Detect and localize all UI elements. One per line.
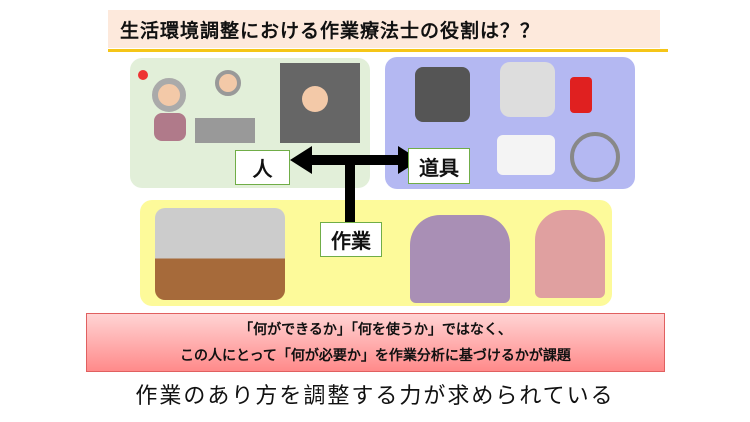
elderly-woman-illustration bbox=[152, 78, 186, 112]
sensor-tag-illustration bbox=[570, 77, 592, 113]
elderly-cooking-illustration bbox=[535, 210, 605, 298]
message-line1: 「何ができるか」「何を使うか」ではなく、 bbox=[239, 321, 512, 338]
relationship-arrows bbox=[290, 146, 420, 230]
elderly-karaoke-illustration bbox=[410, 215, 510, 303]
elderly-woman-body bbox=[154, 113, 186, 141]
elderly-man-head bbox=[302, 86, 328, 112]
portable-toilet-illustration bbox=[500, 62, 555, 117]
person-panel bbox=[130, 58, 370, 188]
label-occupation: 作業 bbox=[320, 222, 382, 257]
elderly-stairs-illustration bbox=[215, 70, 241, 96]
slide-title: 生活環境調整における作業療法士の役割は？？ bbox=[108, 10, 660, 48]
conclusion-text: 作業のあり方を調整する力が求められている bbox=[135, 384, 615, 409]
title-underline bbox=[108, 49, 668, 52]
elderly-eating-illustration bbox=[155, 208, 285, 300]
label-person: 人 bbox=[235, 150, 290, 185]
stem-line bbox=[345, 160, 355, 230]
call-button-illustration bbox=[497, 135, 555, 175]
label-tools: 道具 bbox=[408, 148, 470, 184]
occupation-panel bbox=[140, 200, 612, 306]
message-line2: この人にとって「何が必要か」を作業分析に基づけるかが課題 bbox=[180, 347, 571, 364]
question-mark-icon bbox=[138, 70, 148, 80]
wheelchair-illustration bbox=[570, 132, 620, 182]
message-box: 「何ができるか」「何を使うか」ではなく、 この人にとって「何が必要か」を作業分析… bbox=[86, 313, 665, 372]
electric-wheelchair-illustration bbox=[415, 67, 470, 122]
stairs bbox=[195, 118, 255, 143]
